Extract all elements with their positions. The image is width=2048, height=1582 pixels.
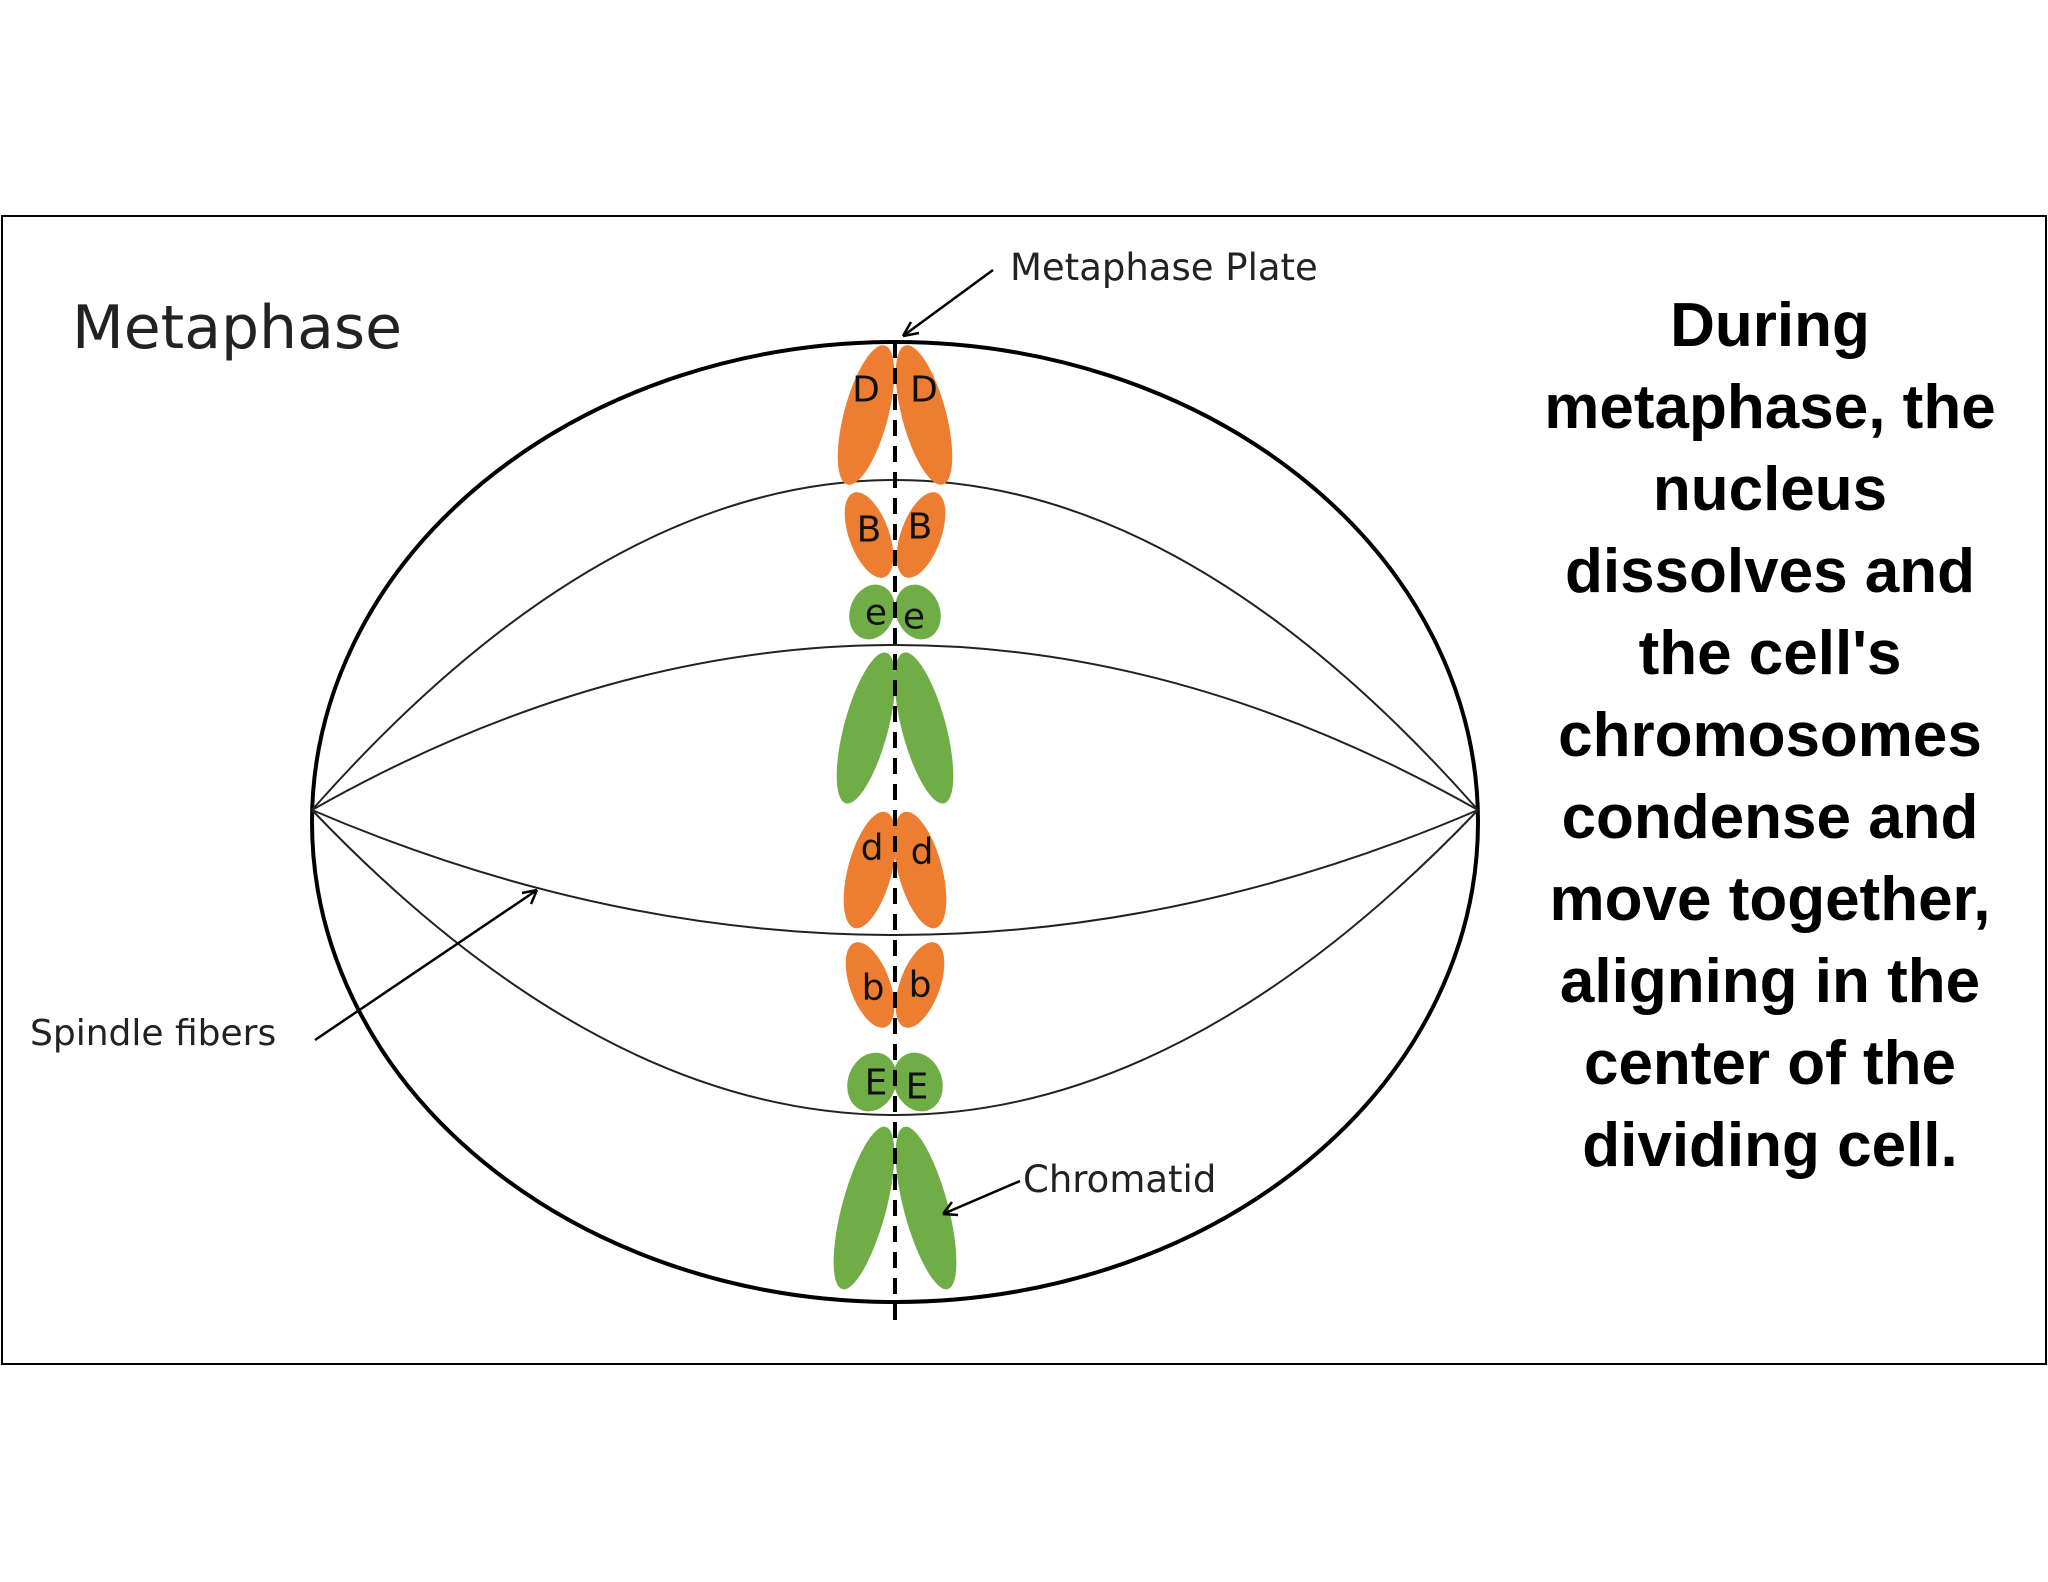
chromosome-db: d d b b xyxy=(843,811,947,1028)
chromatid-arrow xyxy=(942,1179,1021,1217)
chromatid-arm xyxy=(833,1126,895,1290)
description-text: During metaphase, the nucleus dissolves … xyxy=(1490,285,2048,1187)
chromatid-arm xyxy=(895,1126,957,1290)
chromatid-label: Chromatid xyxy=(1023,1158,1216,1201)
description-line: chromosomes xyxy=(1558,701,1982,770)
chromatid-arm xyxy=(894,652,954,804)
description-line: dissolves and xyxy=(1564,537,1976,606)
chromatid-arm xyxy=(836,652,896,804)
description-line: During xyxy=(1670,291,1870,360)
description-line: move together, xyxy=(1549,865,1991,934)
description-line: metaphase, the xyxy=(1544,373,1996,442)
chromosome-E: E E xyxy=(833,1052,957,1290)
diagram-frame xyxy=(1,215,2047,1365)
chromatid-arm xyxy=(896,492,946,578)
spindle-fiber xyxy=(311,809,1479,1116)
metaphase-plate-label: Metaphase Plate xyxy=(1010,246,1318,289)
description-line: center of the xyxy=(1583,1029,1957,1098)
chromosome-e: e e xyxy=(836,584,954,804)
allele-label: D xyxy=(910,370,938,411)
allele-label: d xyxy=(861,828,884,869)
allele-label: b xyxy=(909,965,932,1006)
metaphase-plate-arrow xyxy=(901,268,994,338)
chromatid-arm xyxy=(847,1052,897,1112)
spindle-fibers-label: Spindle fibers xyxy=(30,1013,276,1054)
chromatid-arm xyxy=(895,584,941,640)
allele-label: b xyxy=(862,968,885,1009)
chromatid-arm xyxy=(843,811,897,929)
title: Metaphase xyxy=(72,293,402,363)
chromatid-arm xyxy=(895,345,953,485)
chromatid-arm xyxy=(849,584,895,640)
chromatid-arm xyxy=(893,1052,943,1112)
spindle-fiber xyxy=(311,644,1479,811)
allele-label: E xyxy=(906,1067,929,1108)
allele-label: e xyxy=(903,597,925,638)
allele-label: B xyxy=(857,510,882,551)
spindle-fibers-arrow xyxy=(314,888,539,1042)
allele-label: E xyxy=(865,1063,888,1104)
chromatid-arm xyxy=(893,811,947,929)
chromatid-arm xyxy=(844,492,894,578)
chromatid-arm xyxy=(837,345,895,485)
chromatid-arm xyxy=(845,942,895,1028)
description-line: nucleus xyxy=(1652,455,1888,524)
description-line: aligning in the xyxy=(1559,947,1981,1016)
chromatid-arm xyxy=(895,942,945,1028)
description-line: the cell's xyxy=(1638,619,1902,688)
allele-label: d xyxy=(911,832,934,873)
description-line: dividing cell. xyxy=(1582,1111,1958,1180)
allele-label: B xyxy=(908,507,933,548)
allele-label: D xyxy=(852,370,880,411)
chromosome-DB: D D B B xyxy=(837,345,953,578)
spindle-fiber xyxy=(311,809,1479,936)
allele-label: e xyxy=(865,593,887,634)
description-line: condense and xyxy=(1561,783,1979,852)
